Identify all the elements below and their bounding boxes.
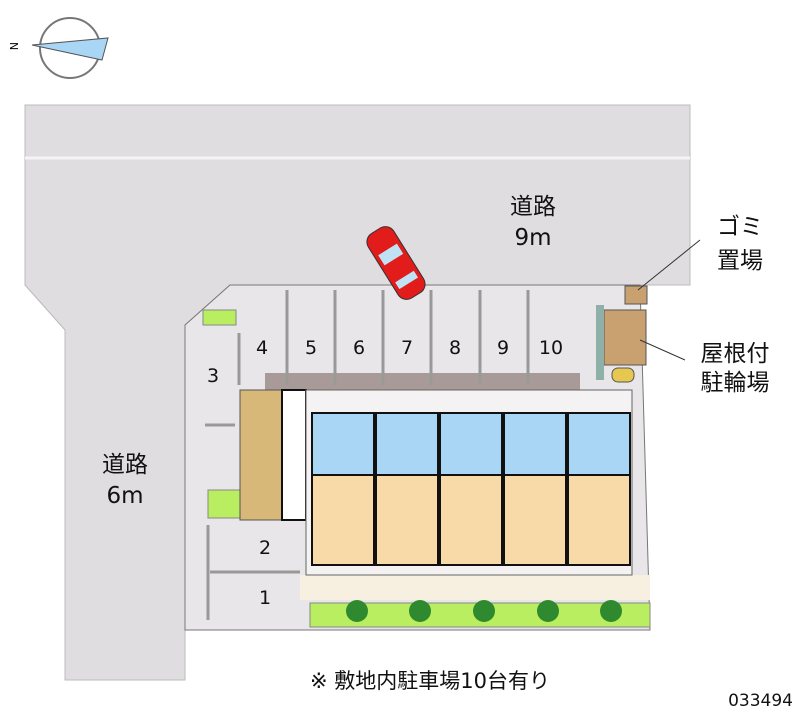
- road-west-width: 6m: [106, 483, 143, 509]
- parking-space-7: 7: [401, 337, 413, 359]
- parking-space-4: 4: [256, 337, 268, 359]
- leader-line: [639, 339, 686, 361]
- planting: [207, 489, 241, 519]
- units: [311, 412, 631, 566]
- walkway-south: [300, 575, 650, 600]
- walkway: [265, 373, 580, 390]
- trees: [346, 600, 622, 622]
- property-code: 033494: [728, 691, 793, 711]
- parking-space-2: 2: [259, 537, 271, 559]
- parking-space-5: 5: [305, 337, 317, 359]
- svg-text:N: N: [7, 42, 20, 50]
- parking-caption: ※ 敷地内駐車場10台有り: [310, 669, 550, 693]
- parking-space-9: 9: [497, 337, 509, 359]
- parking-space-3: 3: [207, 365, 219, 387]
- bicycle-label-2: 駐輪場: [701, 370, 770, 396]
- road-north-name: 道路: [510, 194, 556, 220]
- stairs: [281, 389, 307, 521]
- car-icon: [366, 226, 426, 300]
- garbage-label-1: ゴミ: [717, 214, 763, 240]
- brick-wall: [239, 389, 283, 521]
- road-north-width: 9m: [514, 225, 551, 251]
- parking-space-1: 1: [259, 587, 271, 609]
- parking-numbers: 1 2 3 4 5 6 7 8 9 10: [207, 337, 563, 609]
- garbage-area: [624, 285, 648, 305]
- bicycle-parking-slab: [596, 305, 604, 380]
- parking-space-10: 10: [539, 337, 563, 359]
- bike: [611, 367, 635, 383]
- road-west-name: 道路: [102, 452, 148, 478]
- garbage-label-2: 置場: [717, 248, 763, 274]
- planting: [202, 309, 237, 326]
- bicycle-label-1: 屋根付: [701, 341, 770, 367]
- parking-space-8: 8: [449, 337, 461, 359]
- compass-icon: N: [7, 17, 109, 79]
- parking-space-6: 6: [353, 337, 365, 359]
- parking-lines: [205, 290, 530, 620]
- bicycle-parking: [603, 309, 647, 366]
- leader-line: [637, 239, 701, 291]
